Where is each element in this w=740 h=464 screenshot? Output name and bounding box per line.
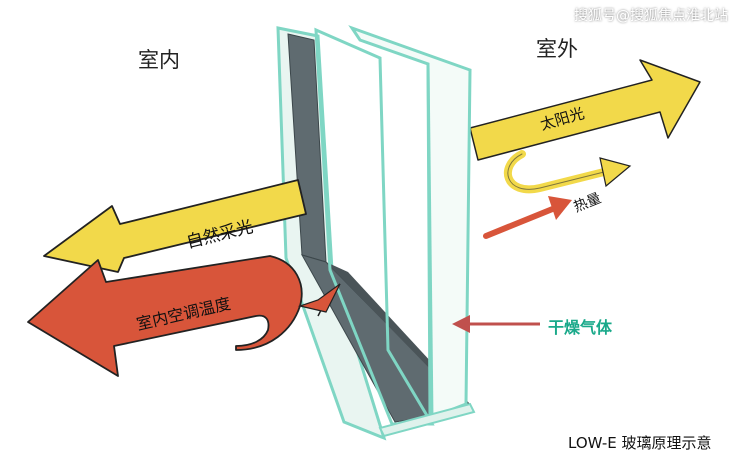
natural-light-arrow <box>43 179 307 273</box>
heat-reflect-arrowhead <box>599 157 632 188</box>
watermark: 搜狐号@搜狐焦点淮北站 <box>574 8 728 24</box>
dry-gas-label: 干燥气体 <box>548 318 613 337</box>
sunlight-arrow <box>469 59 701 161</box>
heat-arrowhead <box>548 196 572 220</box>
glass-bottom-cap <box>378 402 476 438</box>
dry-gas-pointer-head <box>452 315 470 333</box>
indoor-label: 室内 <box>138 48 180 72</box>
indoor-heat-tail-fill <box>297 283 341 313</box>
indoor-ac-temp-arrow <box>27 255 303 377</box>
outdoor-label: 室外 <box>536 37 578 61</box>
diagram-caption: LOW-E 玻璃原理示意 <box>568 434 712 452</box>
heat-label: 热量 <box>572 190 604 215</box>
heat-arrow <box>483 205 558 239</box>
glass-pane-outer-edge <box>426 63 434 421</box>
heat-reflect-curve-outline <box>507 153 605 190</box>
